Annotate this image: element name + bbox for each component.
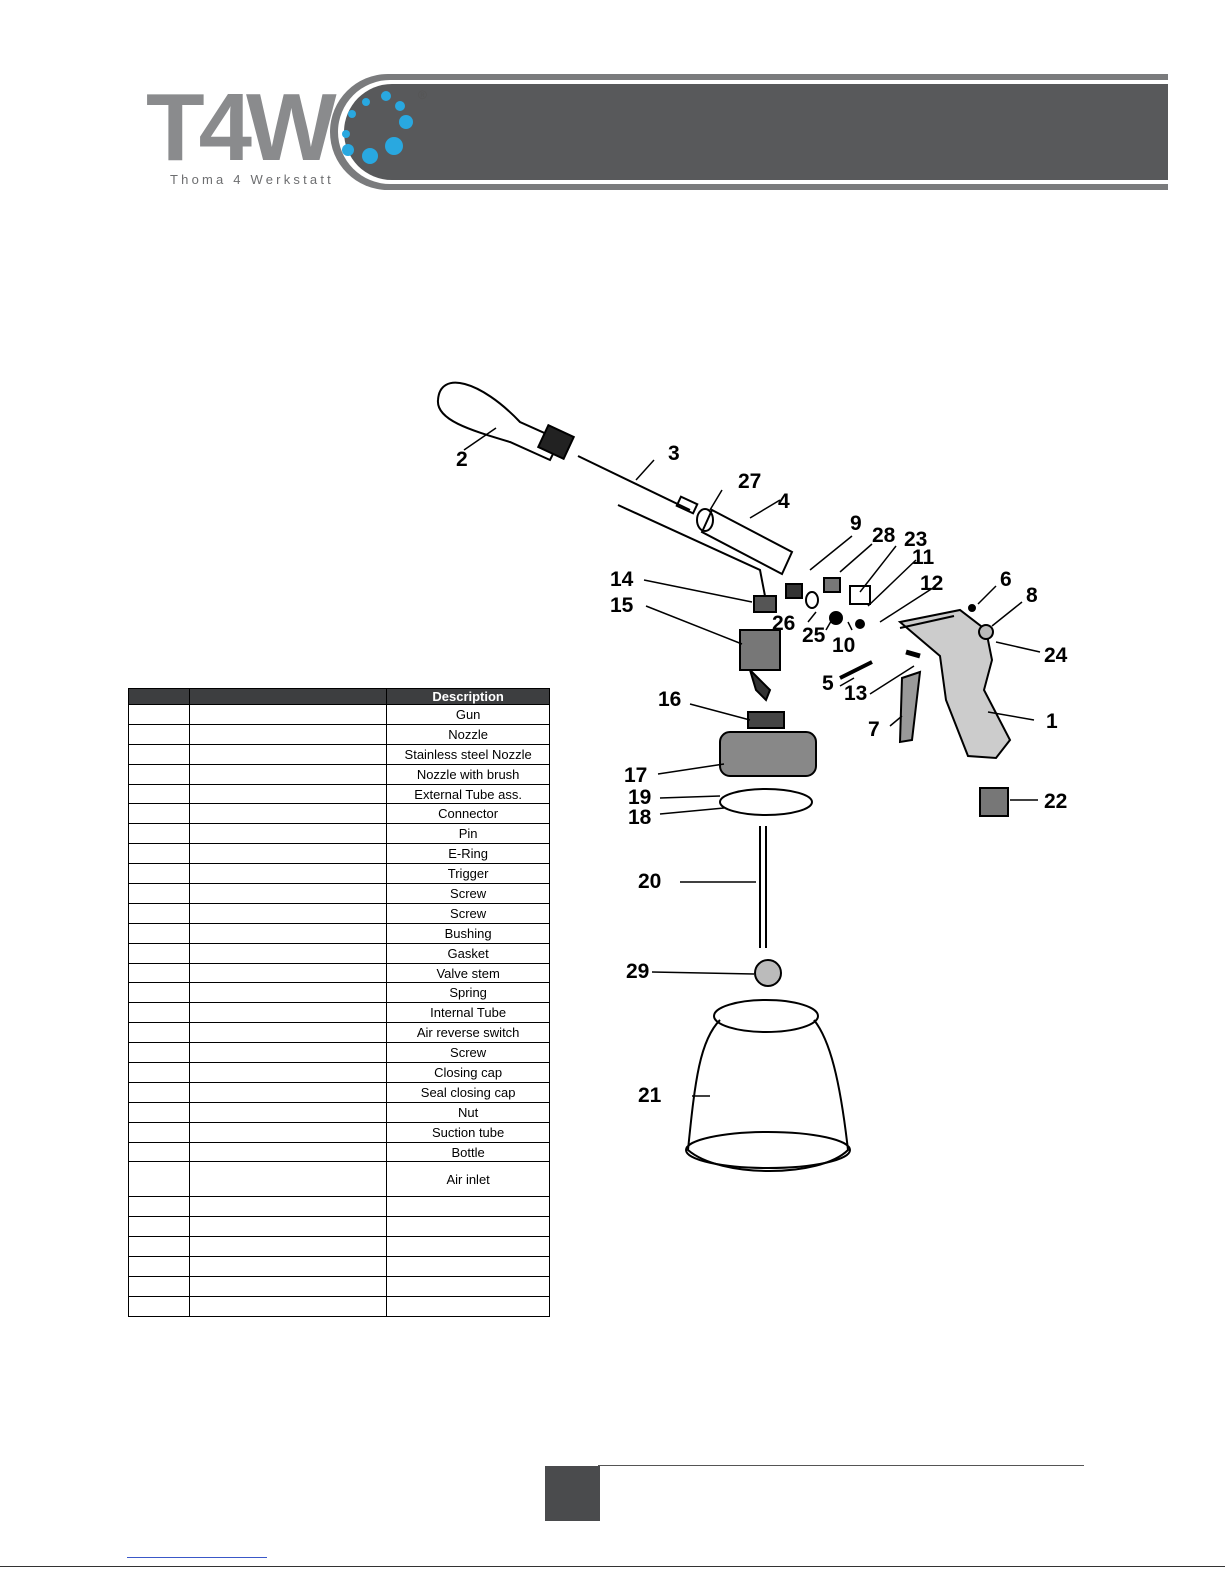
callout-7: 7 <box>868 718 880 741</box>
table-header-row: Description <box>128 688 550 705</box>
table-row: External Tube ass. <box>128 783 550 805</box>
column-header <box>188 688 388 705</box>
part-description <box>386 1295 550 1317</box>
part-description <box>386 1216 550 1238</box>
footer-link-underline[interactable] <box>127 1557 267 1558</box>
table-row <box>128 1276 550 1297</box>
part-description <box>386 1276 550 1297</box>
callout-9: 9 <box>850 512 862 535</box>
table-row: Nozzle with brush <box>128 763 550 785</box>
callout-8: 8 <box>1026 584 1038 607</box>
callout-18: 18 <box>628 806 652 829</box>
callout-21: 21 <box>638 1084 662 1107</box>
callout-19: 19 <box>628 786 651 809</box>
table-row: E-Ring <box>128 843 550 865</box>
part-description <box>386 1196 550 1218</box>
exploded-parts-diagram: 1 2 3 4 5 6 7 8 9 10 11 12 13 14 15 16 1… <box>436 381 1068 1172</box>
callout-16: 16 <box>658 688 681 711</box>
table-row <box>128 1216 550 1238</box>
table-row: Air inlet <box>128 1161 550 1198</box>
header-band <box>330 74 1168 190</box>
nozzle-cone-shape <box>436 381 562 462</box>
table-row: Seal closing cap <box>128 1081 550 1103</box>
part-description: Internal Tube <box>386 1002 550 1024</box>
part-description: Stainless steel Nozzle <box>386 743 550 765</box>
part-description: Air inlet <box>386 1161 550 1198</box>
table-row <box>128 1196 550 1218</box>
table-row: Bushing <box>128 922 550 944</box>
registered-mark: ® <box>418 88 427 102</box>
table-row: Trigger <box>128 863 550 885</box>
part-description: Bottle <box>386 1141 550 1163</box>
callout-5: 5 <box>822 672 834 695</box>
footer-rule <box>598 1465 1084 1466</box>
logo-subtitle: Thoma 4 Werkstatt <box>170 172 334 187</box>
table-row: Nut <box>128 1101 550 1123</box>
callout-10: 10 <box>832 634 855 657</box>
callout-6: 6 <box>1000 568 1012 591</box>
part-description: Seal closing cap <box>386 1081 550 1103</box>
part-description: Air reverse switch <box>386 1022 550 1044</box>
table-row: Internal Tube <box>128 1002 550 1024</box>
callout-12: 12 <box>920 572 943 595</box>
callout-22: 22 <box>1044 790 1067 813</box>
part-description <box>386 1236 550 1258</box>
table-row <box>128 1256 550 1278</box>
part-description <box>386 1256 550 1278</box>
callout-23: 23 <box>904 528 927 551</box>
table-row: Screw <box>128 1042 550 1064</box>
parts-table: Description Gun Nozzle Stainless steel N… <box>128 688 550 1317</box>
callout-25: 25 <box>802 624 826 647</box>
callout-17: 17 <box>624 764 647 787</box>
callout-13: 13 <box>844 682 867 705</box>
callout-15: 15 <box>610 594 634 617</box>
callout-29: 29 <box>626 960 649 983</box>
table-row: Stainless steel Nozzle <box>128 743 550 765</box>
table-row <box>128 1236 550 1258</box>
callout-27: 27 <box>738 470 761 493</box>
callout-24: 24 <box>1044 644 1068 667</box>
bottom-rule <box>0 1566 1225 1567</box>
table-row: Bottle <box>128 1141 550 1163</box>
part-description: Nozzle with brush <box>386 763 550 785</box>
callout-26: 26 <box>772 612 795 635</box>
callout-28: 28 <box>872 524 896 547</box>
footer-page-box <box>545 1466 600 1521</box>
logo-wordmark: T4W <box>146 74 337 181</box>
logo-dots-icon <box>342 91 413 164</box>
callout-2: 2 <box>456 448 468 471</box>
callout-1: 1 <box>1046 710 1058 733</box>
callout-20: 20 <box>638 870 661 893</box>
column-header-description: Description <box>386 688 550 705</box>
callout-4: 4 <box>778 490 790 513</box>
part-description: Connector <box>386 803 550 825</box>
callout-11: 11 <box>912 546 935 569</box>
table-row <box>128 1295 550 1317</box>
callout-3: 3 <box>668 442 680 465</box>
column-header <box>128 688 190 705</box>
callout-14: 14 <box>610 568 634 591</box>
